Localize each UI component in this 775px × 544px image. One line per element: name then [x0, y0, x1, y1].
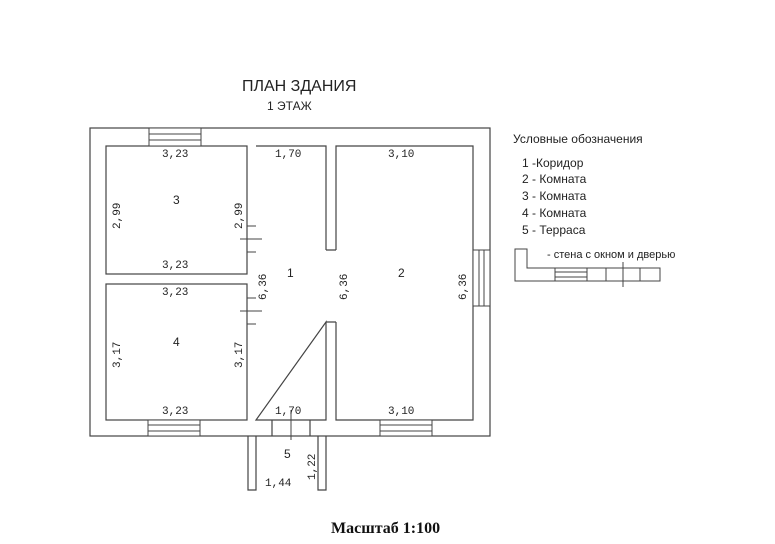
floor-subtitle: 1 ЭТАЖ: [267, 99, 312, 113]
legend-title: Условные обозначения: [513, 132, 643, 146]
plan-title: ПЛАН ЗДАНИЯ: [242, 78, 357, 95]
dim-room3-bottom: 3,23: [162, 260, 188, 272]
outer-wall: [89, 127, 491, 437]
room-number-5: 5: [284, 447, 291, 461]
legend-wall-label: - стена с окном и дверью: [547, 249, 676, 261]
terrace-walls: [247, 436, 327, 491]
dim-room4-right: 3,17: [234, 342, 246, 368]
dim-terrace-depth: 1,22: [307, 454, 319, 480]
window-room-4: [147, 419, 201, 437]
dim-room2-top: 3,10: [388, 149, 414, 161]
dim-corridor-right: 6,36: [339, 274, 351, 300]
dim-terrace-width: 1,44: [265, 478, 292, 490]
scale-label: Масштаб 1:100: [331, 520, 441, 537]
legend-item-room-2: 2 - Комната: [522, 172, 587, 186]
dim-room3-top: 3,23: [162, 149, 188, 161]
room-numbers: 1 2 3 4 5: [173, 193, 405, 461]
room-2-outline: [335, 145, 474, 421]
dim-corridor-left: 6,36: [258, 274, 270, 300]
room-number-1: 1: [287, 266, 294, 280]
dim-room4-top: 3,23: [162, 287, 188, 299]
room-3-outline: [105, 145, 248, 275]
room-number-4: 4: [173, 335, 180, 349]
dim-room4-left: 3,17: [112, 342, 124, 368]
dim-corridor-bottom: 1,70: [275, 406, 301, 418]
legend-item-room-4: 4 - Комната: [522, 206, 587, 220]
windows: [147, 127, 491, 437]
window-room-2-bottom: [379, 419, 433, 437]
doors: [240, 225, 292, 440]
dim-room3-left: 2,99: [112, 203, 124, 229]
entrance-door: [271, 420, 311, 436]
dim-room2-bottom: 3,10: [388, 406, 414, 418]
dimensions: 3,23 3,23 2,99 2,99 3,23 3,23 3,17 3,17 …: [112, 149, 470, 490]
legend-item-terrace: 5 - Терраса: [522, 223, 586, 237]
window-room-3: [148, 127, 202, 147]
room-number-2: 2: [398, 266, 405, 280]
legend-item-corridor: 1 -Коридор: [522, 156, 584, 170]
room-4-outline: [105, 283, 248, 421]
legend-item-room-3: 3 - Комната: [522, 189, 587, 203]
dim-room3-right: 2,99: [234, 203, 246, 229]
dim-corridor-top: 1,70: [275, 149, 301, 161]
room-number-3: 3: [173, 193, 180, 207]
corridor-openings: [326, 249, 336, 323]
dim-room4-bottom: 3,23: [162, 406, 188, 418]
dim-room2-right: 6,36: [458, 274, 470, 300]
window-room-2-right: [472, 249, 491, 307]
legend-wall-symbol: [514, 248, 661, 287]
